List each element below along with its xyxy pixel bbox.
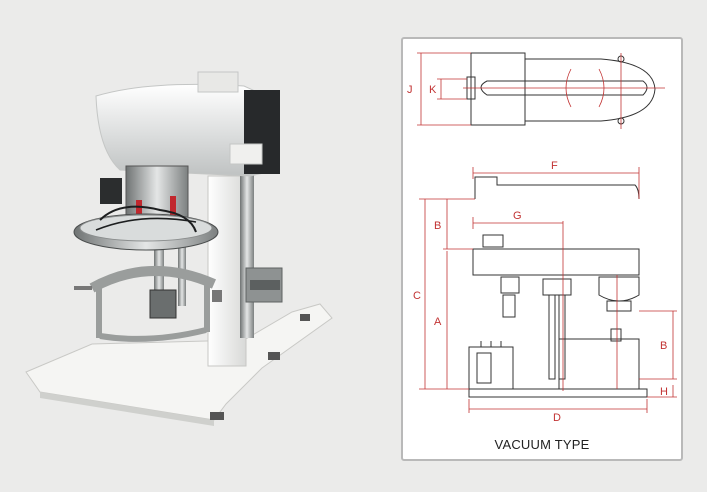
side-view-centerlines	[562, 221, 618, 391]
dim-label-f: F	[551, 160, 558, 172]
dimension-j	[417, 52, 471, 126]
side-view	[468, 176, 648, 398]
top-view	[466, 52, 656, 126]
dimension-drawing: J K	[407, 52, 677, 424]
dim-label-d: D	[553, 412, 561, 424]
base-plate	[25, 303, 333, 426]
lift-column	[207, 148, 283, 367]
machine-photo	[25, 71, 333, 426]
dimension-g	[472, 217, 563, 229]
dim-label-b-right: B	[660, 340, 667, 352]
dim-label-j: J	[407, 84, 413, 96]
dimension-f	[472, 167, 640, 199]
dimension-b-top	[443, 199, 473, 250]
drawing-caption: VACUUM TYPE	[494, 437, 590, 452]
dim-label-h: H	[660, 386, 668, 398]
vessel-lid	[73, 205, 219, 251]
dimension-d	[468, 399, 648, 413]
technical-drawing-panel: J K	[401, 37, 683, 461]
dimension-k	[437, 78, 467, 100]
vessel-frame	[74, 266, 222, 342]
dim-label-c: C	[413, 290, 421, 302]
dim-label-k: K	[429, 84, 437, 96]
top-view-centerlines	[463, 53, 665, 129]
dim-label-g: G	[513, 210, 522, 222]
dimension-b-right	[639, 310, 677, 380]
motor-housing	[95, 71, 280, 177]
dimension-h	[647, 385, 677, 398]
dim-label-a: A	[434, 316, 442, 328]
dim-label-b-top: B	[434, 220, 441, 232]
